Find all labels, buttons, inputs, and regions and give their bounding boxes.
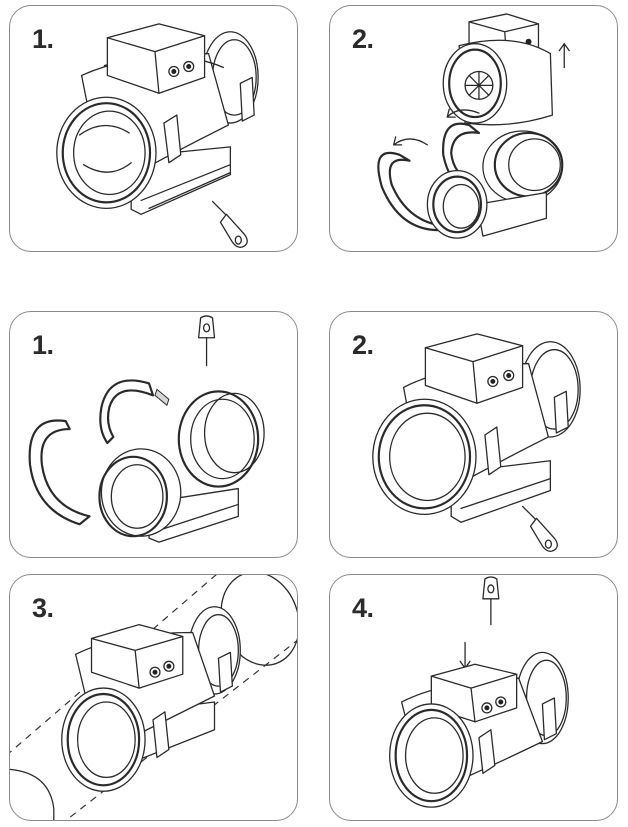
tighten-illustration — [389, 576, 569, 808]
arrow-up-icon — [558, 43, 570, 69]
rings-collars-illustration — [28, 315, 265, 543]
screwdriver-icon — [211, 200, 248, 248]
arrow-down-icon — [459, 641, 471, 669]
screwdriver-icon — [482, 576, 500, 626]
step-number: 2. — [352, 330, 374, 360]
step-panel-4: 4. — [329, 574, 618, 821]
step-panel-3: 3. — [9, 574, 298, 821]
curved-arrow-icon — [393, 136, 429, 146]
step-number: 1. — [32, 24, 54, 54]
step-panel-2b: 2. — [329, 311, 618, 558]
step-number: 2. — [352, 24, 374, 54]
duct-insertion-illustration — [10, 575, 297, 820]
screwdriver-icon — [197, 315, 216, 367]
step-number: 4. — [352, 593, 374, 623]
assembled-fan-illustration — [372, 333, 581, 553]
curved-arrow-icon — [446, 108, 480, 118]
step-panel-1b: 1. — [9, 311, 298, 558]
step-number: 3. — [32, 593, 54, 623]
disassembly-illustration — [377, 13, 570, 239]
screwdriver-icon — [521, 505, 558, 553]
step-panel-2a: 2. — [329, 5, 618, 252]
step-panel-1a: 1. — [9, 5, 298, 252]
step-number: 1. — [32, 330, 54, 360]
inline-fan-illustration — [56, 23, 259, 248]
